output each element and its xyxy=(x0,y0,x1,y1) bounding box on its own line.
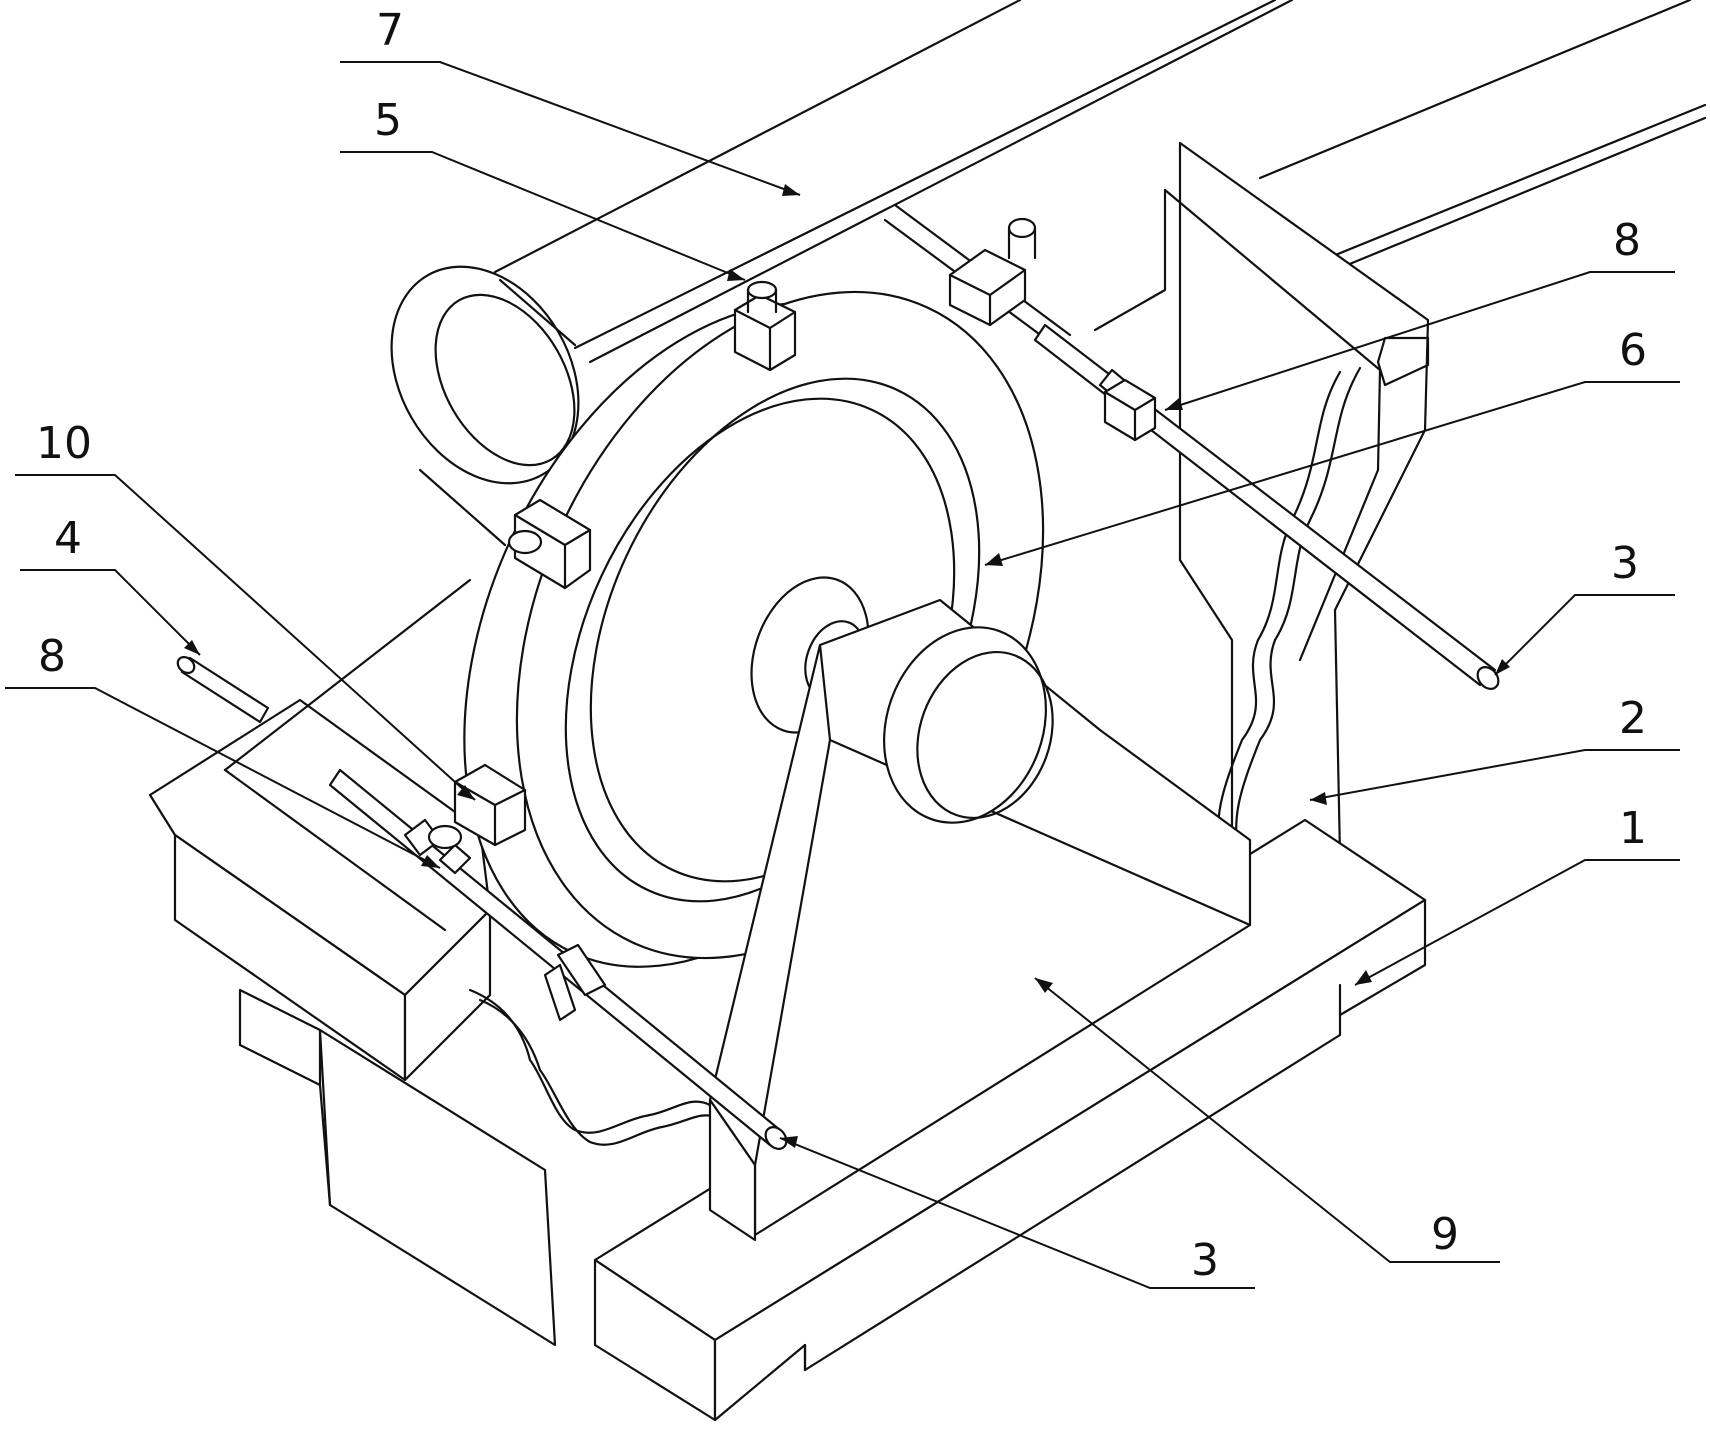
callout-label-10: 10 xyxy=(36,418,92,469)
callout-label-7: 7 xyxy=(376,5,404,56)
callout-label-1: 1 xyxy=(1619,803,1647,854)
pin-left-4 xyxy=(175,654,268,722)
sensor-block-right-pin xyxy=(1105,380,1155,440)
callout-label-8-left: 8 xyxy=(38,631,66,682)
callout-2: 2 xyxy=(1310,693,1680,805)
callout-label-8-right: 8 xyxy=(1613,215,1641,266)
callout-label-5: 5 xyxy=(374,95,402,146)
upper-rail-beams xyxy=(495,0,1705,362)
callout-label-3-right: 3 xyxy=(1611,538,1639,589)
callout-label-4: 4 xyxy=(54,513,82,564)
callout-3-right: 3 xyxy=(1495,538,1675,675)
callout-label-2: 2 xyxy=(1619,693,1647,744)
sensor-block-top xyxy=(735,282,795,370)
callout-7: 7 xyxy=(340,5,800,196)
callout-label-9: 9 xyxy=(1431,1209,1459,1260)
callout-label-6: 6 xyxy=(1619,325,1647,376)
callout-label-3-bottom: 3 xyxy=(1191,1235,1219,1286)
callout-5: 5 xyxy=(340,95,745,281)
sensor-block-upper-right xyxy=(950,219,1035,325)
